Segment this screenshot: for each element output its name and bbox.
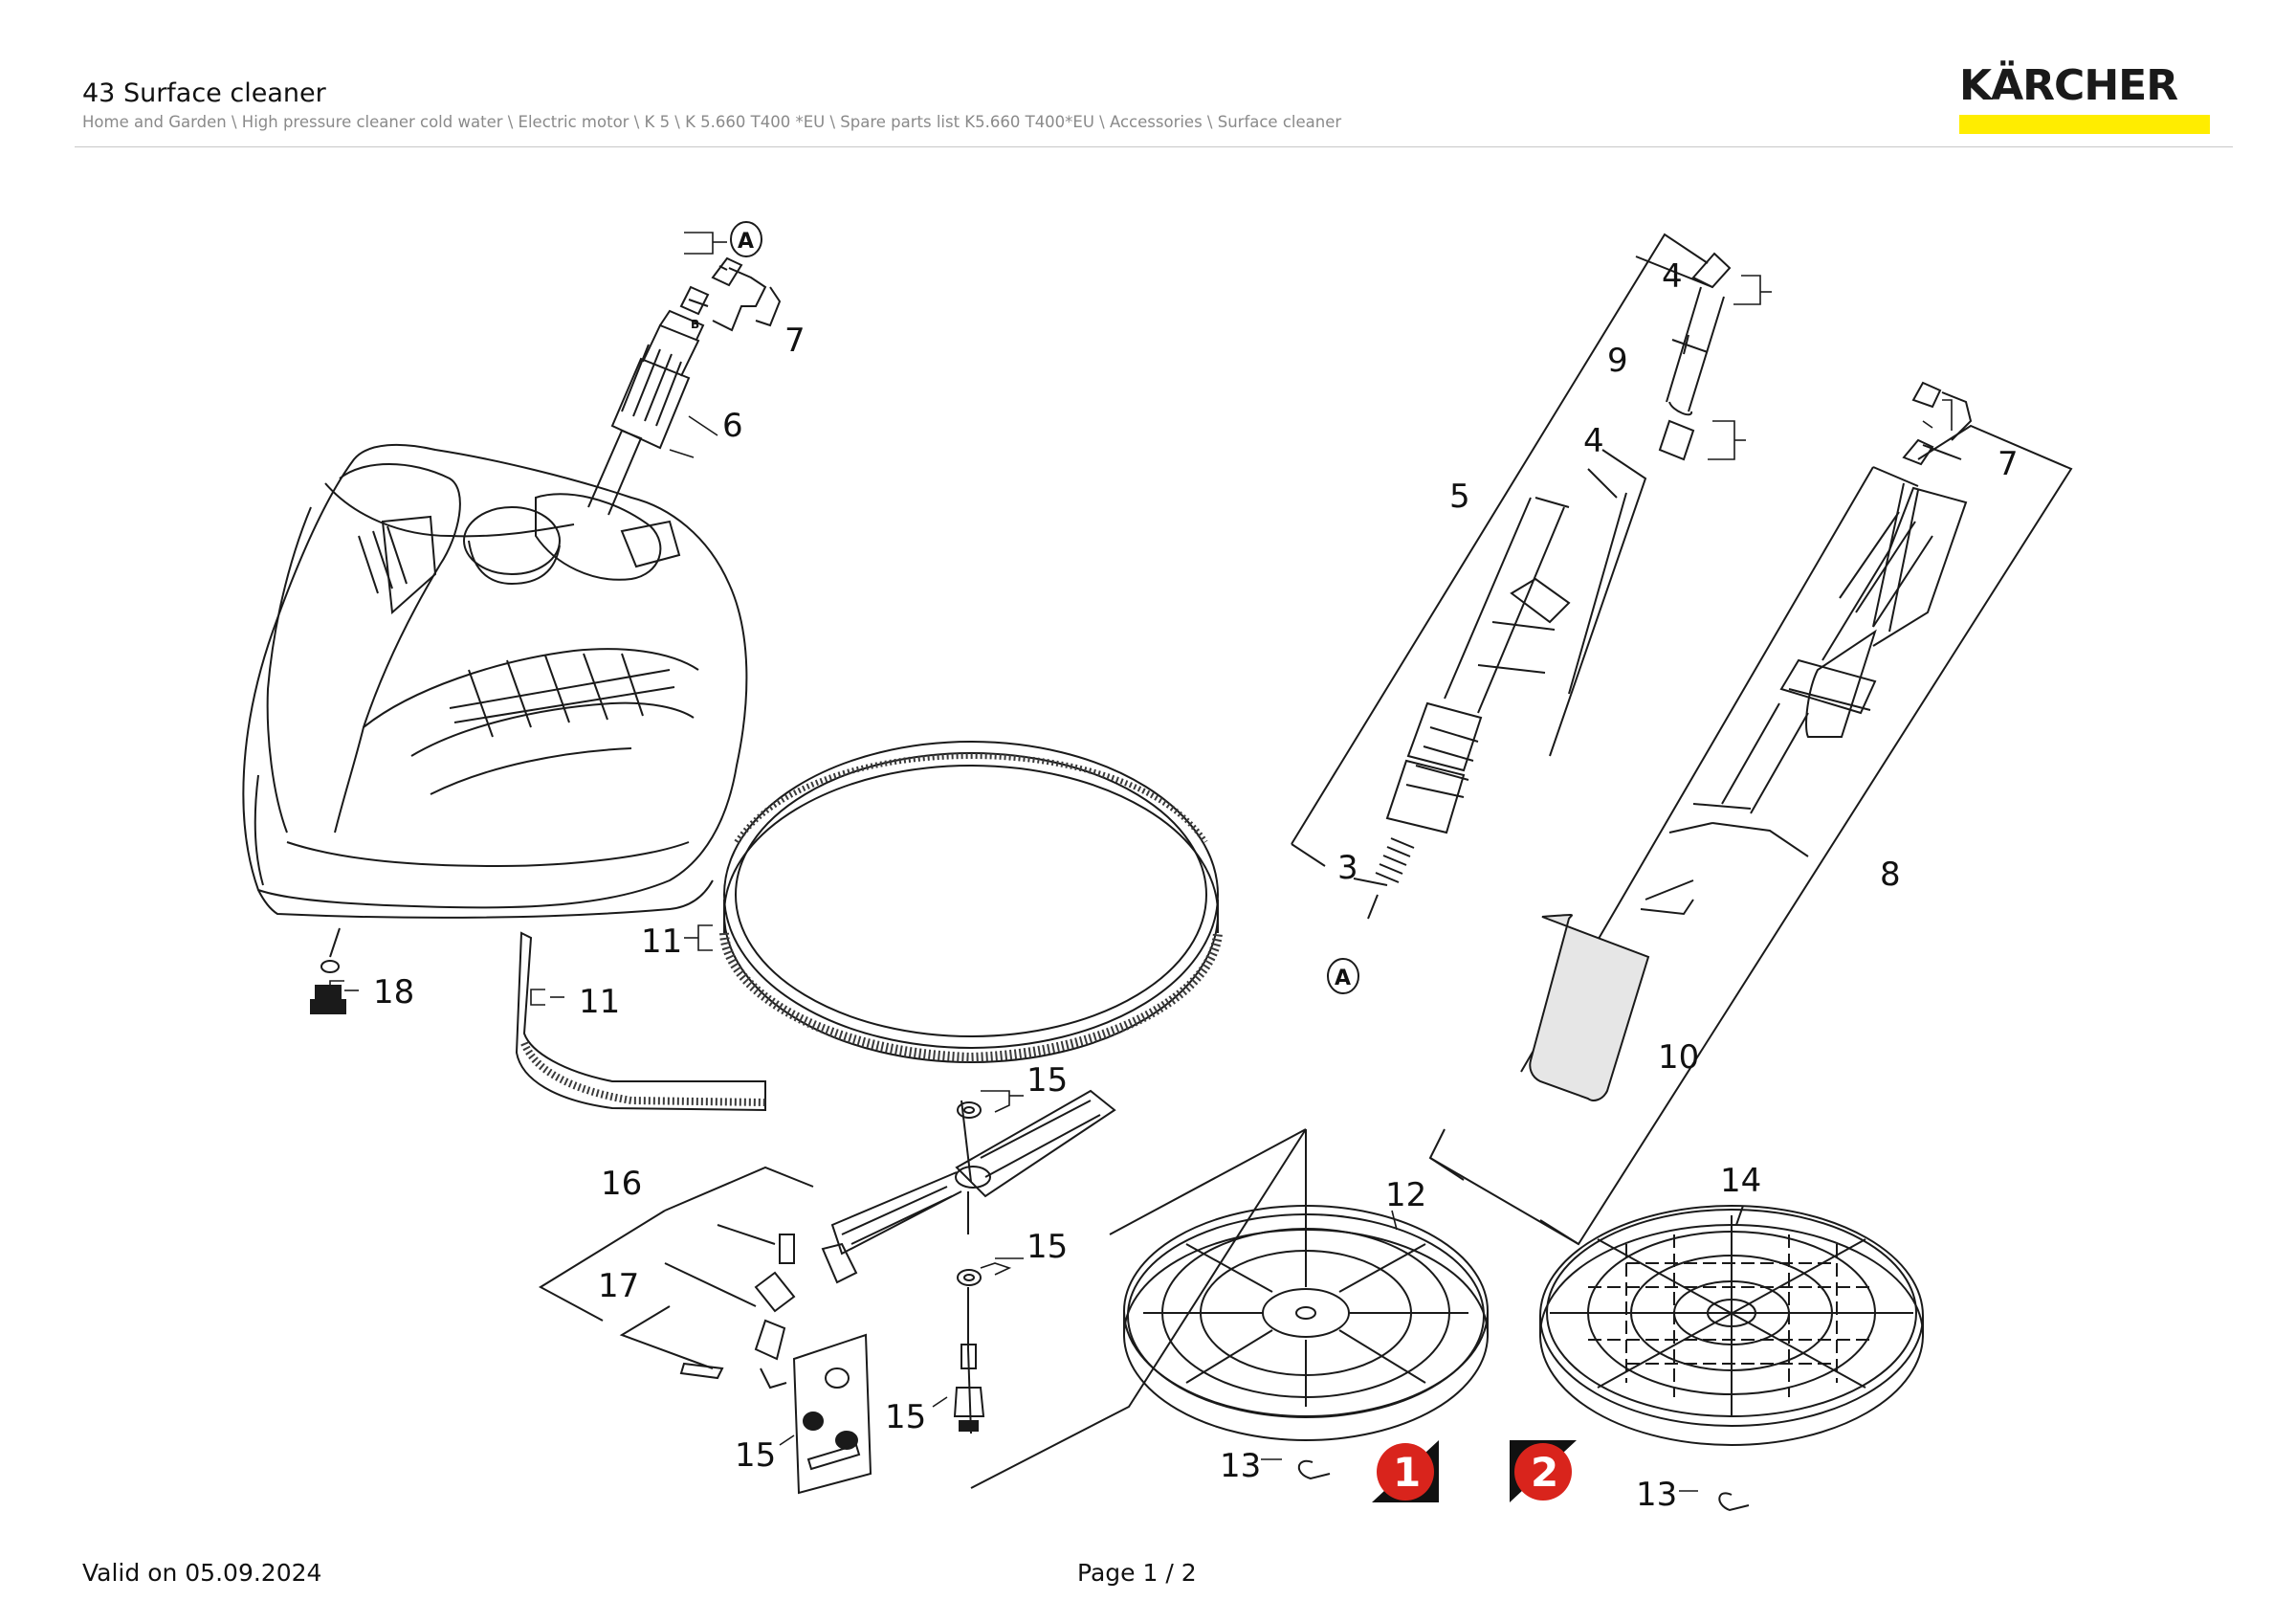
page-number: Page 1 / 2 xyxy=(1077,1559,1197,1587)
marker-a-top xyxy=(730,221,762,257)
variant-badge-1 xyxy=(1372,1440,1439,1502)
header-divider xyxy=(75,146,2233,147)
label-part-4-mid: 4 xyxy=(1583,422,1604,460)
label-part-10: 10 xyxy=(1658,1038,1699,1077)
hose-connector-part-6 xyxy=(587,285,710,516)
base-plate-part-14 xyxy=(1539,1205,1924,1446)
label-part-5: 5 xyxy=(1449,478,1470,516)
label-part-7-top: 7 xyxy=(784,322,806,360)
karcher-logo: KÄRCHER xyxy=(1959,63,2214,134)
label-part-18: 18 xyxy=(373,973,414,1012)
label-part-12: 12 xyxy=(1385,1176,1426,1214)
lance-assembly-part-5 xyxy=(1291,233,1732,867)
rotor-arm-assembly xyxy=(821,1089,1116,1434)
label-part-7-right: 7 xyxy=(1998,445,2019,483)
label-part-15-bracket: 15 xyxy=(735,1436,776,1475)
logo-yellow-bar xyxy=(1959,115,2210,134)
lance-assembly-part-8 xyxy=(1428,424,2073,1246)
connector-part-7-right xyxy=(1902,381,1973,466)
clip-part-13-right xyxy=(1718,1492,1750,1512)
variant-numbers: 1 2 xyxy=(1393,1449,1558,1496)
marker-labels: A A B xyxy=(691,230,1351,990)
marker-a-bottom xyxy=(1327,958,1359,994)
label-part-15-upper: 15 xyxy=(1027,1061,1068,1100)
page-title: 43 Surface cleaner xyxy=(82,78,326,108)
label-part-14: 14 xyxy=(1720,1162,1761,1200)
marker-b-label: B xyxy=(691,318,699,331)
label-part-17: 17 xyxy=(598,1267,639,1305)
label-part-11-ring: 11 xyxy=(641,923,682,961)
label-part-9: 9 xyxy=(1607,342,1628,380)
base-plate-part-12 xyxy=(1123,1129,1489,1441)
marker-a-bottom-label: A xyxy=(1335,967,1351,990)
label-part-15-mid: 15 xyxy=(1027,1228,1068,1266)
brush-strip-part-11 xyxy=(515,931,766,1112)
label-part-13-right: 13 xyxy=(1636,1476,1677,1514)
label-part-6: 6 xyxy=(722,407,743,445)
variant-number-2: 2 xyxy=(1531,1449,1558,1496)
label-part-8: 8 xyxy=(1880,856,1901,894)
marker-a-top-label: A xyxy=(738,230,754,254)
spring-part-3 xyxy=(1353,837,1415,920)
label-part-11-strip: 11 xyxy=(579,983,620,1021)
bottom-frame-leader xyxy=(970,1128,1307,1489)
logo-wordmark: KÄRCHER xyxy=(1959,61,2178,110)
label-part-15-low: 15 xyxy=(885,1398,926,1436)
connector-part-7-top xyxy=(711,256,782,332)
breadcrumb[interactable]: Home and Garden \ High pressure cleaner … xyxy=(82,113,1342,131)
variant-badge-2 xyxy=(1510,1440,1577,1502)
surface-cleaner-housing xyxy=(242,443,748,919)
label-part-4-top: 4 xyxy=(1662,257,1683,296)
nozzle-part-18 xyxy=(310,927,346,1014)
clip-part-13-left xyxy=(1297,1459,1331,1480)
label-part-16: 16 xyxy=(601,1165,642,1203)
handle-part-10 xyxy=(1529,913,1650,1101)
label-brackets xyxy=(329,232,1953,1492)
variant-number-1: 1 xyxy=(1393,1449,1421,1496)
label-part-3: 3 xyxy=(1337,849,1358,887)
brush-ring-part-11 xyxy=(719,741,1223,1063)
valid-date: Valid on 05.09.2024 xyxy=(82,1559,322,1587)
label-part-13-left: 13 xyxy=(1220,1447,1261,1485)
part-labels: 7 6 4 9 4 5 7 3 8 10 11 11 18 15 16 15 1… xyxy=(373,257,2019,1514)
leader-lines-16-17 xyxy=(538,1166,872,1495)
